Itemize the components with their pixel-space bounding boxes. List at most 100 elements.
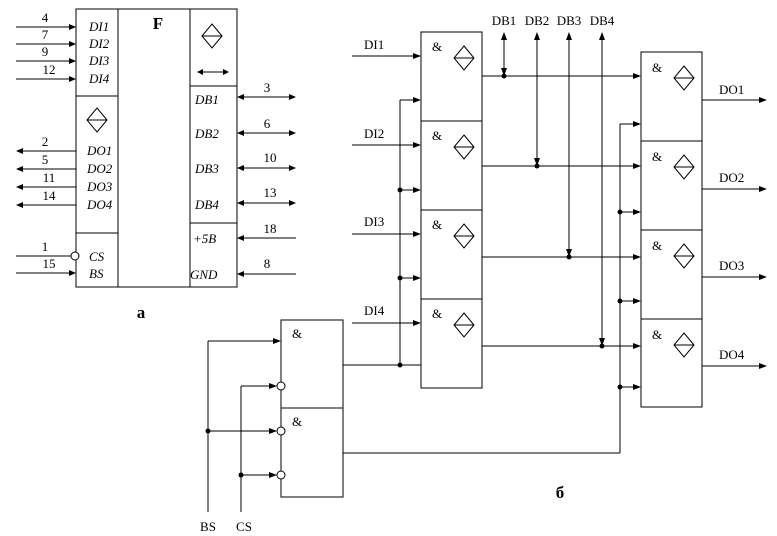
control-wiring: BS CS: [200, 338, 281, 534]
input-pins: 4 DI1 7 DI2 9 DI3 12 DI4: [16, 10, 110, 86]
pin-name: DO2: [86, 161, 113, 176]
bus-line: DB2: [525, 13, 550, 169]
pin-name: CS: [89, 249, 105, 264]
signal-label: DO2: [719, 170, 744, 185]
inversion-bubble: [276, 470, 286, 480]
pin-name: DB4: [194, 197, 219, 212]
bus-pin: 6 DB2: [194, 116, 296, 141]
pin-number: 1: [42, 239, 49, 254]
ground-pin: 8 GND: [190, 256, 296, 282]
pin-number: 12: [43, 62, 56, 77]
inversion-bubble: [70, 251, 80, 261]
pin-name: BS: [89, 266, 104, 281]
output-strobe-wiring: [343, 121, 641, 454]
signal-label: DO3: [719, 258, 744, 273]
internal-data-lines: [482, 73, 641, 349]
pin-name: DI3: [88, 53, 110, 68]
signal-label: DB4: [590, 13, 615, 28]
inversion-bubble: [276, 381, 286, 391]
input-latch-column: & & & &: [420, 31, 483, 389]
pin-number: 13: [264, 185, 277, 200]
output-pin: 11 DO3: [16, 170, 113, 194]
latch-cell: &: [652, 238, 695, 269]
pin-number: 5: [42, 152, 49, 167]
power-pins: 18 +5В 8 GND: [190, 221, 296, 282]
pin-name: DB2: [194, 126, 219, 141]
inversion-bubble: [276, 426, 286, 436]
pin-number: 8: [264, 256, 271, 271]
output-latch-column: & & & &: [640, 51, 703, 408]
output-pins: 2 DO1 5 DO2 11 DO3 14 DO4: [16, 134, 113, 212]
cs-pin: 1 CS: [16, 239, 105, 264]
bus-pin: 10 DB3: [194, 150, 296, 176]
data-input: DI4: [352, 303, 421, 326]
control-gates: & &: [276, 319, 344, 498]
signal-label: CS: [236, 519, 252, 534]
pin-name: +5В: [193, 231, 216, 246]
pin-number: 4: [42, 10, 49, 25]
data-output: DO3: [702, 258, 767, 280]
data-output: DO4: [702, 347, 767, 369]
latch-cell: &: [432, 306, 475, 338]
pin-number: 9: [42, 44, 49, 59]
pin-number: 2: [42, 134, 49, 149]
panel-b-caption: б: [556, 483, 565, 502]
bus-pins: 3 DB1 6 DB2 10 DB3 13 DB4: [194, 80, 296, 212]
bus-line: DB3: [557, 13, 582, 260]
signal-label: BS: [200, 519, 216, 534]
pin-name: DI4: [88, 71, 110, 86]
pin-name: DI1: [88, 19, 109, 34]
input-pin: 7 DI2: [16, 27, 110, 51]
input-pin: 9 DI3: [16, 44, 110, 68]
latch-cell: &: [652, 60, 695, 91]
pin-name: GND: [190, 267, 218, 282]
pin-number: 18: [264, 221, 277, 236]
signal-label: DI3: [364, 214, 384, 229]
and-symbol: &: [432, 217, 442, 232]
pin-number: 14: [43, 188, 57, 203]
data-outputs: DO1 DO2 DO3 DO4: [702, 82, 767, 369]
signal-label: DB3: [557, 13, 582, 28]
power-pin: 18 +5В: [193, 221, 296, 246]
bus-pin: 3 DB1: [194, 80, 296, 107]
data-output: DO2: [702, 170, 767, 192]
latch-cell: &: [652, 327, 695, 358]
bus-lines: DB1 DB2 DB3 DB4: [492, 13, 615, 349]
and-symbol: &: [652, 238, 662, 253]
latch-cell: &: [652, 149, 695, 180]
signal-label: DO4: [719, 347, 745, 362]
bus-pin: 13 DB4: [194, 185, 296, 212]
bus-line: DB4: [590, 13, 615, 349]
signal-label: DI1: [364, 37, 384, 52]
data-input: DI1: [352, 37, 421, 59]
data-input: DI3: [352, 214, 421, 237]
pin-name: DO1: [86, 143, 112, 158]
bus-line: DB1: [492, 13, 516, 79]
data-input: DI2: [352, 126, 421, 148]
pin-name: DB1: [194, 92, 219, 107]
input-pin: 12 DI4: [16, 62, 110, 86]
latch-cell: &: [432, 39, 475, 71]
pin-name: DB3: [194, 161, 219, 176]
pin-name: DO4: [86, 197, 113, 212]
bs-pin: 15 BS: [16, 256, 104, 281]
pin-number: 11: [43, 170, 56, 185]
signal-label: DB2: [525, 13, 550, 28]
signal-label: DI2: [364, 126, 384, 141]
and-symbol: &: [432, 39, 442, 54]
and-symbol: &: [292, 326, 302, 341]
signal-label: DO1: [719, 82, 744, 97]
and-symbol: &: [652, 327, 662, 342]
and-symbol: &: [432, 128, 442, 143]
pin-name: DO3: [86, 179, 113, 194]
and-symbol: &: [292, 414, 302, 429]
pin-number: 15: [43, 256, 56, 271]
pin-number: 7: [42, 27, 49, 42]
control-pins: 1 CS 15 BS: [16, 239, 105, 281]
chip-function-label: F: [153, 14, 163, 33]
data-output: DO1: [702, 82, 767, 103]
and-symbol: &: [652, 60, 662, 75]
panel-a-caption: а: [137, 303, 146, 322]
signal-label: DI4: [364, 303, 385, 318]
